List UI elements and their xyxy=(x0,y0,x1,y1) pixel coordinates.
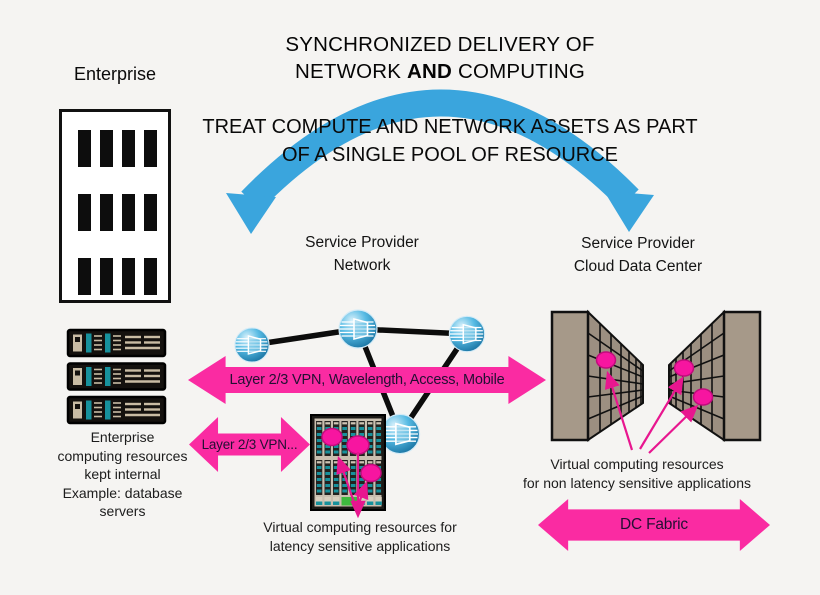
title-line1: SYNCHRONIZED DELIVERY OF xyxy=(285,33,595,56)
building-window xyxy=(122,258,135,295)
building-window xyxy=(78,130,91,167)
building-window xyxy=(78,194,91,231)
service-provider-network-label: Service Provider Network xyxy=(305,234,419,274)
building-window xyxy=(122,194,135,231)
enterprise-label: Enterprise xyxy=(73,64,157,84)
subtitle: TREAT COMPUTE AND NETWORK ASSETS AS PART… xyxy=(202,116,698,166)
building-window xyxy=(100,130,113,167)
page-title: SYNCHRONIZED DELIVERY OF NETWORK AND COM… xyxy=(150,31,730,85)
building-window xyxy=(78,258,91,295)
dc-fabric-arrow-label: DC Fabric xyxy=(620,516,688,533)
annotation-arrows xyxy=(336,370,699,519)
blade-server-chassis-icon xyxy=(310,414,386,511)
enterprise-resources-caption: Enterprise computing resources kept inte… xyxy=(57,429,188,519)
sync-arc-icon xyxy=(226,89,654,234)
cloud-data-center-label: Service Provider Cloud Data Center xyxy=(573,235,703,275)
rack-server-stack-icon xyxy=(66,328,167,425)
building-window xyxy=(144,194,157,231)
building-window xyxy=(100,258,113,295)
vpn-full-arrow-label: Layer 2/3 VPN, Wavelength, Access, Mobil… xyxy=(229,372,505,388)
virtual-machine-dot xyxy=(321,351,714,483)
building-window xyxy=(144,130,157,167)
non-latency-sensitive-caption: Virtual computing resources for non late… xyxy=(522,456,752,491)
latency-sensitive-caption: Virtual computing resources for latency … xyxy=(263,519,457,554)
office-building-icon xyxy=(59,109,171,303)
building-window xyxy=(100,194,113,231)
building-window xyxy=(122,130,135,167)
title-line2: NETWORK AND COMPUTING xyxy=(294,60,586,83)
building-window xyxy=(144,258,157,295)
vpn-short-arrow-label: Layer 2/3 VPN... xyxy=(201,437,298,452)
